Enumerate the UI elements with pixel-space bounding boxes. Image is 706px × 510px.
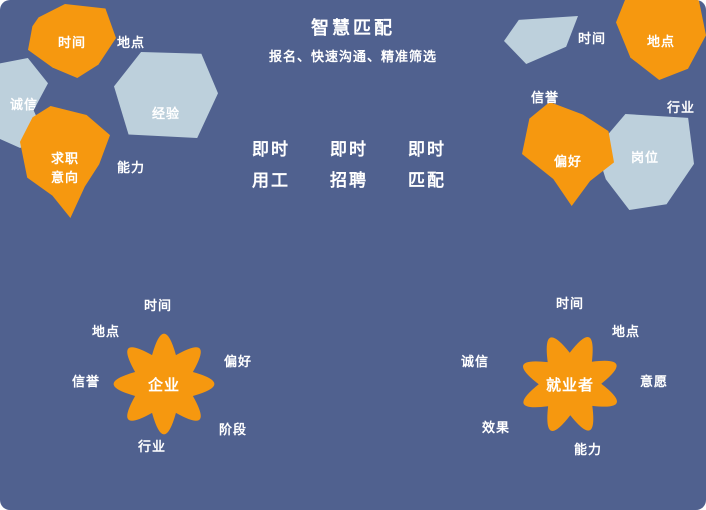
center-item-line: 即时 [408,140,446,160]
label-time-right: 时间 [578,32,607,47]
enterprise-attr-reputation: 信誉 [72,375,101,390]
jobseeker-attr-effect: 效果 [482,421,511,436]
enterprise-attr-preference: 偏好 [224,355,253,370]
label-reputation: 信誉 [531,91,560,106]
enterprise-attr-stage: 阶段 [219,423,248,438]
center-item-line: 匹配 [408,171,446,191]
blob-time-left-label: 时间 [57,35,86,51]
blob-preference: 偏好 [522,102,614,206]
label-industry: 行业 [667,101,696,116]
flower-shape-icon [523,337,617,431]
blob-job-intention: 求职 意向 [20,106,110,218]
blob-integrity-label: 诚信 [9,97,38,113]
blob-experience: 经验 [114,52,218,138]
blob-location-right: 地点 [616,0,706,80]
center-item-line: 即时 [252,140,290,160]
center-item-line: 用工 [252,171,290,191]
flower-shape-icon [113,333,215,435]
center-item-instant-matching: 即时 匹配 [404,135,450,197]
center-item-instant-recruitment: 即时 招聘 [326,135,372,197]
jobseeker-attr-integrity: 诚信 [461,355,490,370]
enterprise-attr-location: 地点 [92,325,121,340]
blob-position-label: 岗位 [630,150,659,166]
blob-location-right-label: 地点 [646,34,675,50]
diagram-subtitle: 报名、快速沟通、精准筛选 [268,50,437,65]
jobseeker-node: 就业者 [512,326,628,442]
enterprise-attr-time: 时间 [144,299,173,314]
center-item-line: 招聘 [330,171,368,191]
center-item-instant-employment: 即时 用工 [248,135,294,197]
jobseeker-attr-location: 地点 [612,325,641,340]
enterprise-name: 企业 [147,375,180,394]
jobseeker-attr-time: 时间 [556,297,585,312]
jobseeker-attr-ability: 能力 [574,443,603,458]
blob-preference-label: 偏好 [553,154,582,170]
enterprise-node: 企业 [106,326,222,442]
center-item-line: 即时 [330,140,368,160]
jobseeker-name: 就业者 [545,375,594,394]
jobseeker-attr-willingness: 意愿 [640,375,669,390]
label-location-left: 地点 [117,36,146,51]
enterprise-attr-industry: 行业 [138,440,167,455]
blob-job-intention-line2: 意向 [50,171,79,186]
blob-job-intention-line1: 求职 [50,152,79,167]
label-ability: 能力 [117,161,146,176]
diagram-title: 智慧匹配 [311,18,395,39]
blob-experience-label: 经验 [151,106,180,122]
